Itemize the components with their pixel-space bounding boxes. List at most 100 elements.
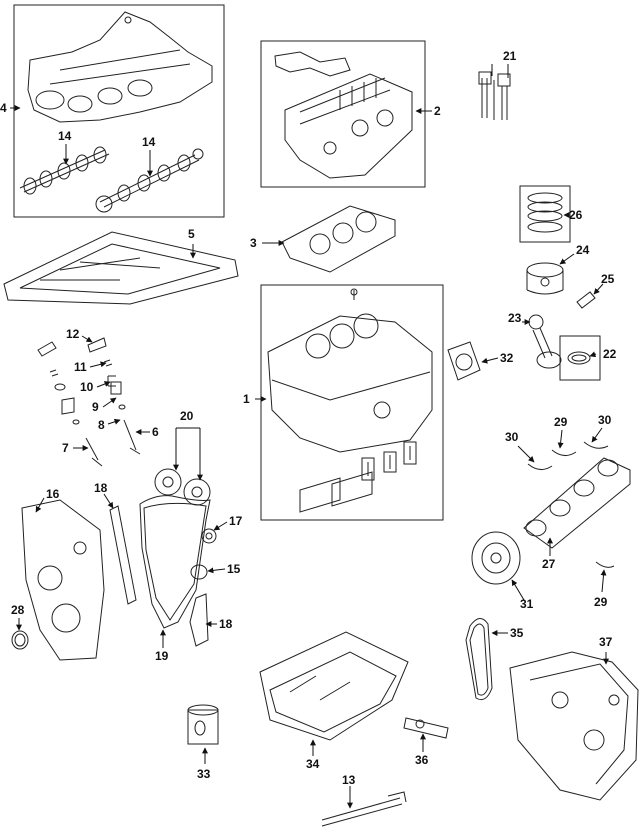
callout-8: 8 (98, 418, 105, 432)
leader-16 (35, 497, 45, 513)
callout-30a: 30 (505, 430, 519, 444)
part-oil-pan-gasket (3, 231, 239, 305)
part-timing-chain (139, 495, 211, 629)
callout-21: 21 (503, 49, 517, 63)
callout-6: 6 (152, 425, 159, 439)
callout-22: 22 (603, 347, 617, 361)
callout-27: 27 (542, 557, 556, 571)
part-chain-guide-right (189, 593, 209, 647)
part-6-valve (123, 419, 141, 455)
callout-31: 31 (520, 597, 534, 611)
callout-34: 34 (306, 757, 320, 771)
callout-36: 36 (415, 753, 429, 767)
callout-15: 15 (227, 562, 241, 576)
callout-30b: 30 (598, 413, 612, 427)
frame-cylinder-head-group (260, 40, 426, 188)
part-head-gasket (281, 205, 396, 273)
leader-32 (481, 357, 499, 364)
part-10-retainer (54, 375, 116, 391)
leader-21-bracket (491, 64, 509, 78)
callout-35: 35 (510, 626, 524, 640)
callout-28: 28 (11, 603, 25, 617)
part-piston (526, 262, 564, 295)
part-oil-control-solenoid (403, 717, 449, 739)
callout-18a: 18 (94, 481, 108, 495)
part-8-seal (72, 404, 126, 425)
callout-19: 19 (155, 649, 169, 663)
callout-13: 13 (342, 773, 356, 787)
callout-16: 16 (46, 487, 60, 501)
callout-12: 12 (66, 327, 80, 341)
part-camshaft-upper (19, 146, 110, 195)
leader-20-bracket (175, 427, 201, 478)
part-main-bearing-caps (299, 441, 417, 513)
part-dipstick-tube (321, 791, 407, 827)
frame-cylinder-block-group (260, 284, 444, 521)
callout-20: 20 (180, 409, 194, 423)
leader-17 (213, 521, 228, 531)
part-piston-pin (576, 291, 596, 309)
part-crank-pulley (471, 531, 521, 585)
callout-2: 2 (434, 104, 441, 118)
part-piston-rings (527, 192, 563, 233)
part-chain-guide-left (109, 505, 137, 605)
part-9-spring (61, 381, 122, 415)
callout-1: 1 (243, 392, 250, 406)
part-camshaft-lower (95, 148, 204, 213)
part-crankshaft (523, 457, 631, 549)
callout-29b: 29 (594, 595, 608, 609)
callout-24: 24 (576, 243, 590, 257)
part-timing-cover (21, 499, 105, 661)
part-7-valve (85, 437, 103, 467)
leader-31 (511, 579, 525, 601)
callout-25: 25 (601, 272, 615, 286)
callout-23: 23 (508, 311, 522, 325)
callout-33: 33 (197, 767, 211, 781)
callout-3: 3 (250, 236, 257, 250)
part-crank-sprocket (201, 528, 217, 544)
leader-10 (96, 381, 111, 388)
callout-29a: 29 (554, 415, 568, 429)
frame-bearing-group (559, 335, 601, 381)
callout-18b: 18 (219, 617, 233, 631)
part-rear-main-seal (447, 341, 481, 381)
leader-29b (600, 569, 607, 593)
leader-24 (559, 253, 575, 265)
callout-5: 5 (188, 227, 195, 241)
leader-8 (107, 418, 121, 425)
part-chain-tensioner (190, 564, 208, 580)
part-valve-cover (27, 11, 213, 123)
part-20-cam-phaser (154, 468, 211, 506)
part-drive-belt (465, 618, 493, 701)
leader-18a (103, 493, 114, 509)
part-oil-pump (509, 651, 639, 801)
leader-30a (517, 445, 535, 463)
callout-17: 17 (229, 514, 243, 528)
part-rod-bearing (567, 351, 591, 365)
callout-14b: 14 (142, 135, 156, 149)
callout-32: 32 (500, 351, 514, 365)
leader-11 (89, 361, 107, 368)
leader-9 (102, 397, 117, 408)
frame-valve-cover-group (13, 4, 225, 218)
leader-30b (591, 427, 603, 443)
part-thrust-washers (527, 441, 615, 568)
part-oil-filter (187, 704, 219, 745)
leader-15 (207, 567, 226, 574)
callout-9: 9 (92, 400, 99, 414)
callout-11: 11 (74, 360, 87, 374)
leader-25 (593, 283, 604, 295)
leader-22 (589, 351, 597, 358)
callout-37: 37 (599, 635, 613, 649)
part-cylinder-head (274, 51, 413, 179)
callout-7: 7 (62, 441, 69, 455)
callout-4: 4 (0, 101, 7, 115)
callout-26: 26 (569, 208, 583, 222)
callout-10: 10 (80, 380, 94, 394)
part-connecting-rod (528, 314, 562, 369)
callout-14a: 14 (58, 129, 72, 143)
leader-29a (557, 429, 564, 449)
frame-piston-ring-group (519, 185, 571, 243)
part-oil-pan (259, 631, 409, 741)
